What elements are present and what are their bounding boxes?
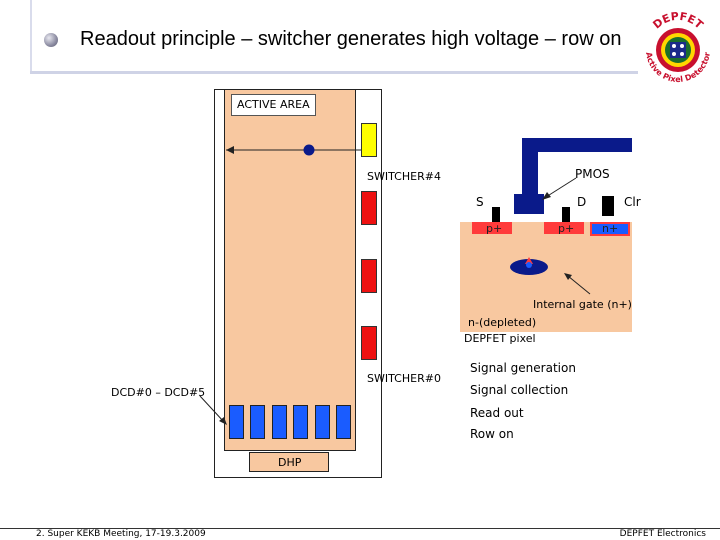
step-row-on: Row on: [470, 427, 514, 441]
pixel-dot-icon: [303, 144, 315, 156]
arrow-left-icon: [226, 146, 234, 154]
title-bullet-icon: [44, 33, 58, 47]
source-contact: [492, 207, 500, 222]
arrow-icon: [564, 273, 572, 280]
footer-rule: [0, 528, 720, 529]
pmos-label: PMOS: [575, 167, 610, 181]
switcher-active: [361, 123, 377, 157]
active-area: [224, 89, 356, 451]
step-signal-collection: Signal collection: [470, 383, 569, 397]
arrow-icon: [542, 192, 551, 200]
switcher0-label: SWITCHER#0: [367, 372, 441, 385]
switcher-block: [361, 326, 377, 360]
internal-gate-pointer: [564, 273, 591, 295]
dcd-chip: [336, 405, 351, 439]
step-read-out: Read out: [470, 406, 524, 420]
depfet-logo-icon: DEPFET Active Pixel Detector: [644, 10, 712, 84]
dhp-label: DHP: [249, 452, 329, 472]
clear-n-label: n+: [602, 222, 619, 235]
dcd-chip: [293, 405, 308, 439]
dcd-chip: [229, 405, 244, 439]
depfet-cross-section: [460, 222, 632, 332]
s-label: S: [476, 195, 484, 209]
footer-right-text: DEPFET Electronics: [619, 529, 706, 539]
arrow-icon: [219, 417, 227, 425]
internal-gate-label: Internal gate (n+): [533, 298, 632, 311]
row-select-line: [226, 144, 364, 156]
clear-gate: [602, 196, 614, 216]
internal-gate-icon: [510, 257, 548, 275]
depfet-pixel-label: DEPFET pixel: [464, 332, 536, 345]
depfet-logo: DEPFET Active Pixel Detector: [640, 8, 716, 88]
dcd-pointer: [199, 395, 227, 425]
pmos-pointer: [542, 177, 577, 200]
pmos-line-horizontal: [522, 138, 632, 152]
pmos-gate: [514, 194, 544, 214]
active-area-label: ACTIVE AREA: [231, 94, 316, 116]
dcd-label: DCD#0 – DCD#5: [111, 386, 206, 399]
source-implant: [472, 222, 512, 234]
dcd-chip: [272, 405, 287, 439]
clear-implant: [590, 222, 630, 236]
dcd-chip: [315, 405, 330, 439]
footer-left-text: 2. Super KEKB Meeting, 17-19.3.2009: [36, 529, 206, 539]
header-side-rule: [30, 0, 32, 72]
dcd-chip: [250, 405, 265, 439]
title-underline: [30, 71, 638, 74]
slide-title: Readout principle – switcher generates h…: [80, 28, 622, 50]
switcher-block: [361, 191, 377, 225]
clr-label: Clr: [624, 195, 641, 209]
switcher-block: [361, 259, 377, 293]
drain-p-label: p+: [558, 222, 575, 235]
drain-implant: [544, 222, 584, 234]
drain-contact: [562, 207, 570, 222]
n-depleted-label: n-(depleted): [468, 316, 537, 329]
logo-top-text: DEPFET: [651, 10, 706, 32]
step-signal-generation: Signal generation: [470, 361, 576, 375]
d-label: D: [577, 195, 587, 209]
switcher4-label: SWITCHER#4: [367, 170, 441, 183]
pmos-gate-line: [522, 138, 538, 196]
source-p-label: p+: [486, 222, 503, 235]
